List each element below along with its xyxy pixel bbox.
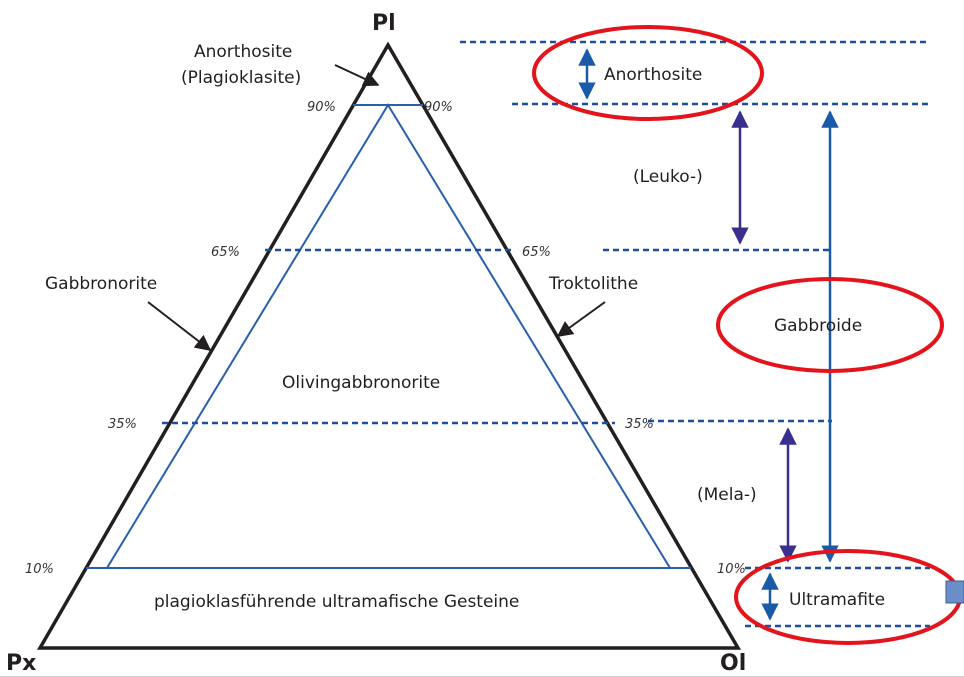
scale-gabbroide: Gabbroide xyxy=(774,316,862,336)
scale-anorthosite: Anorthosite xyxy=(604,65,702,85)
pct-10-left: 10% xyxy=(25,562,54,577)
vertex-ol: Ol xyxy=(720,651,746,676)
pct-65-left: 65% xyxy=(211,245,240,260)
pct-35-right: 35% xyxy=(625,417,654,432)
pct-35-left: 35% xyxy=(108,417,137,432)
pct-10-right: 10% xyxy=(717,562,746,577)
vertex-pl: Pl xyxy=(372,11,396,36)
label-troktolithe: Troktolithe xyxy=(548,274,638,294)
label-olivingabbronorite: Olivingabbronorite xyxy=(282,373,440,393)
label-ultramafic-band: plagioklasführende ultramafische Gestein… xyxy=(154,592,519,612)
pointer-anorthosite xyxy=(334,64,380,87)
corner-square xyxy=(945,580,964,604)
label-anorthosite: Anorthosite xyxy=(194,42,292,62)
pointer-troktolithe xyxy=(556,301,606,337)
scale-leuko: (Leuko-) xyxy=(633,167,703,187)
outer-triangle xyxy=(36,41,742,650)
pointer-gabbronorite xyxy=(147,301,212,351)
scale-ultramafite: Ultramafite xyxy=(789,590,885,610)
pct-90-left: 90% xyxy=(307,100,336,115)
scale-mela: (Mela-) xyxy=(697,485,757,505)
label-gabbronorite: Gabbronorite xyxy=(45,274,157,294)
pct-90-right: 90% xyxy=(424,100,453,115)
highlight-gabbroide xyxy=(716,277,944,373)
vertex-px: Px xyxy=(6,651,36,676)
highlight-anorthosite xyxy=(532,25,764,121)
label-plagioklasite: (Plagioklasite) xyxy=(181,68,301,88)
pct-65-right: 65% xyxy=(522,245,551,260)
